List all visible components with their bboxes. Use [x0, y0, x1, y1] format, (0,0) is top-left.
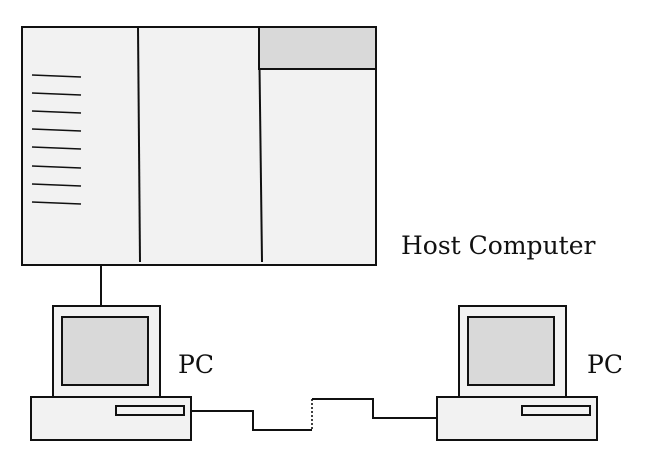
pc-right-screen [467, 316, 555, 386]
pc-left-screen [61, 316, 149, 386]
vent-line [31, 165, 82, 169]
cable-right-segment [312, 398, 437, 419]
pc-right-drive-slot [521, 405, 591, 416]
pc-right-base [436, 396, 598, 441]
host-vent-lines [31, 74, 82, 205]
vent-line [31, 128, 82, 132]
vent-line [31, 183, 82, 187]
cable-left-segment [191, 410, 312, 431]
host-computer-label: Host Computer [401, 231, 596, 260]
pc-right [436, 305, 598, 441]
pc-right-label: PC [587, 350, 623, 379]
pc-link-cable [191, 398, 437, 431]
pc-left-base [30, 396, 192, 441]
pc-left-label: PC [178, 350, 214, 379]
pc-left-drive-slot [115, 405, 185, 416]
vent-line [31, 201, 82, 205]
host-computer [21, 26, 377, 266]
vent-line [31, 110, 82, 114]
vent-line [31, 74, 82, 78]
vent-line [31, 92, 82, 96]
vent-line [31, 146, 82, 150]
host-top-panel [258, 26, 377, 70]
host-divider-left [137, 26, 141, 263]
pc-left [30, 305, 192, 441]
